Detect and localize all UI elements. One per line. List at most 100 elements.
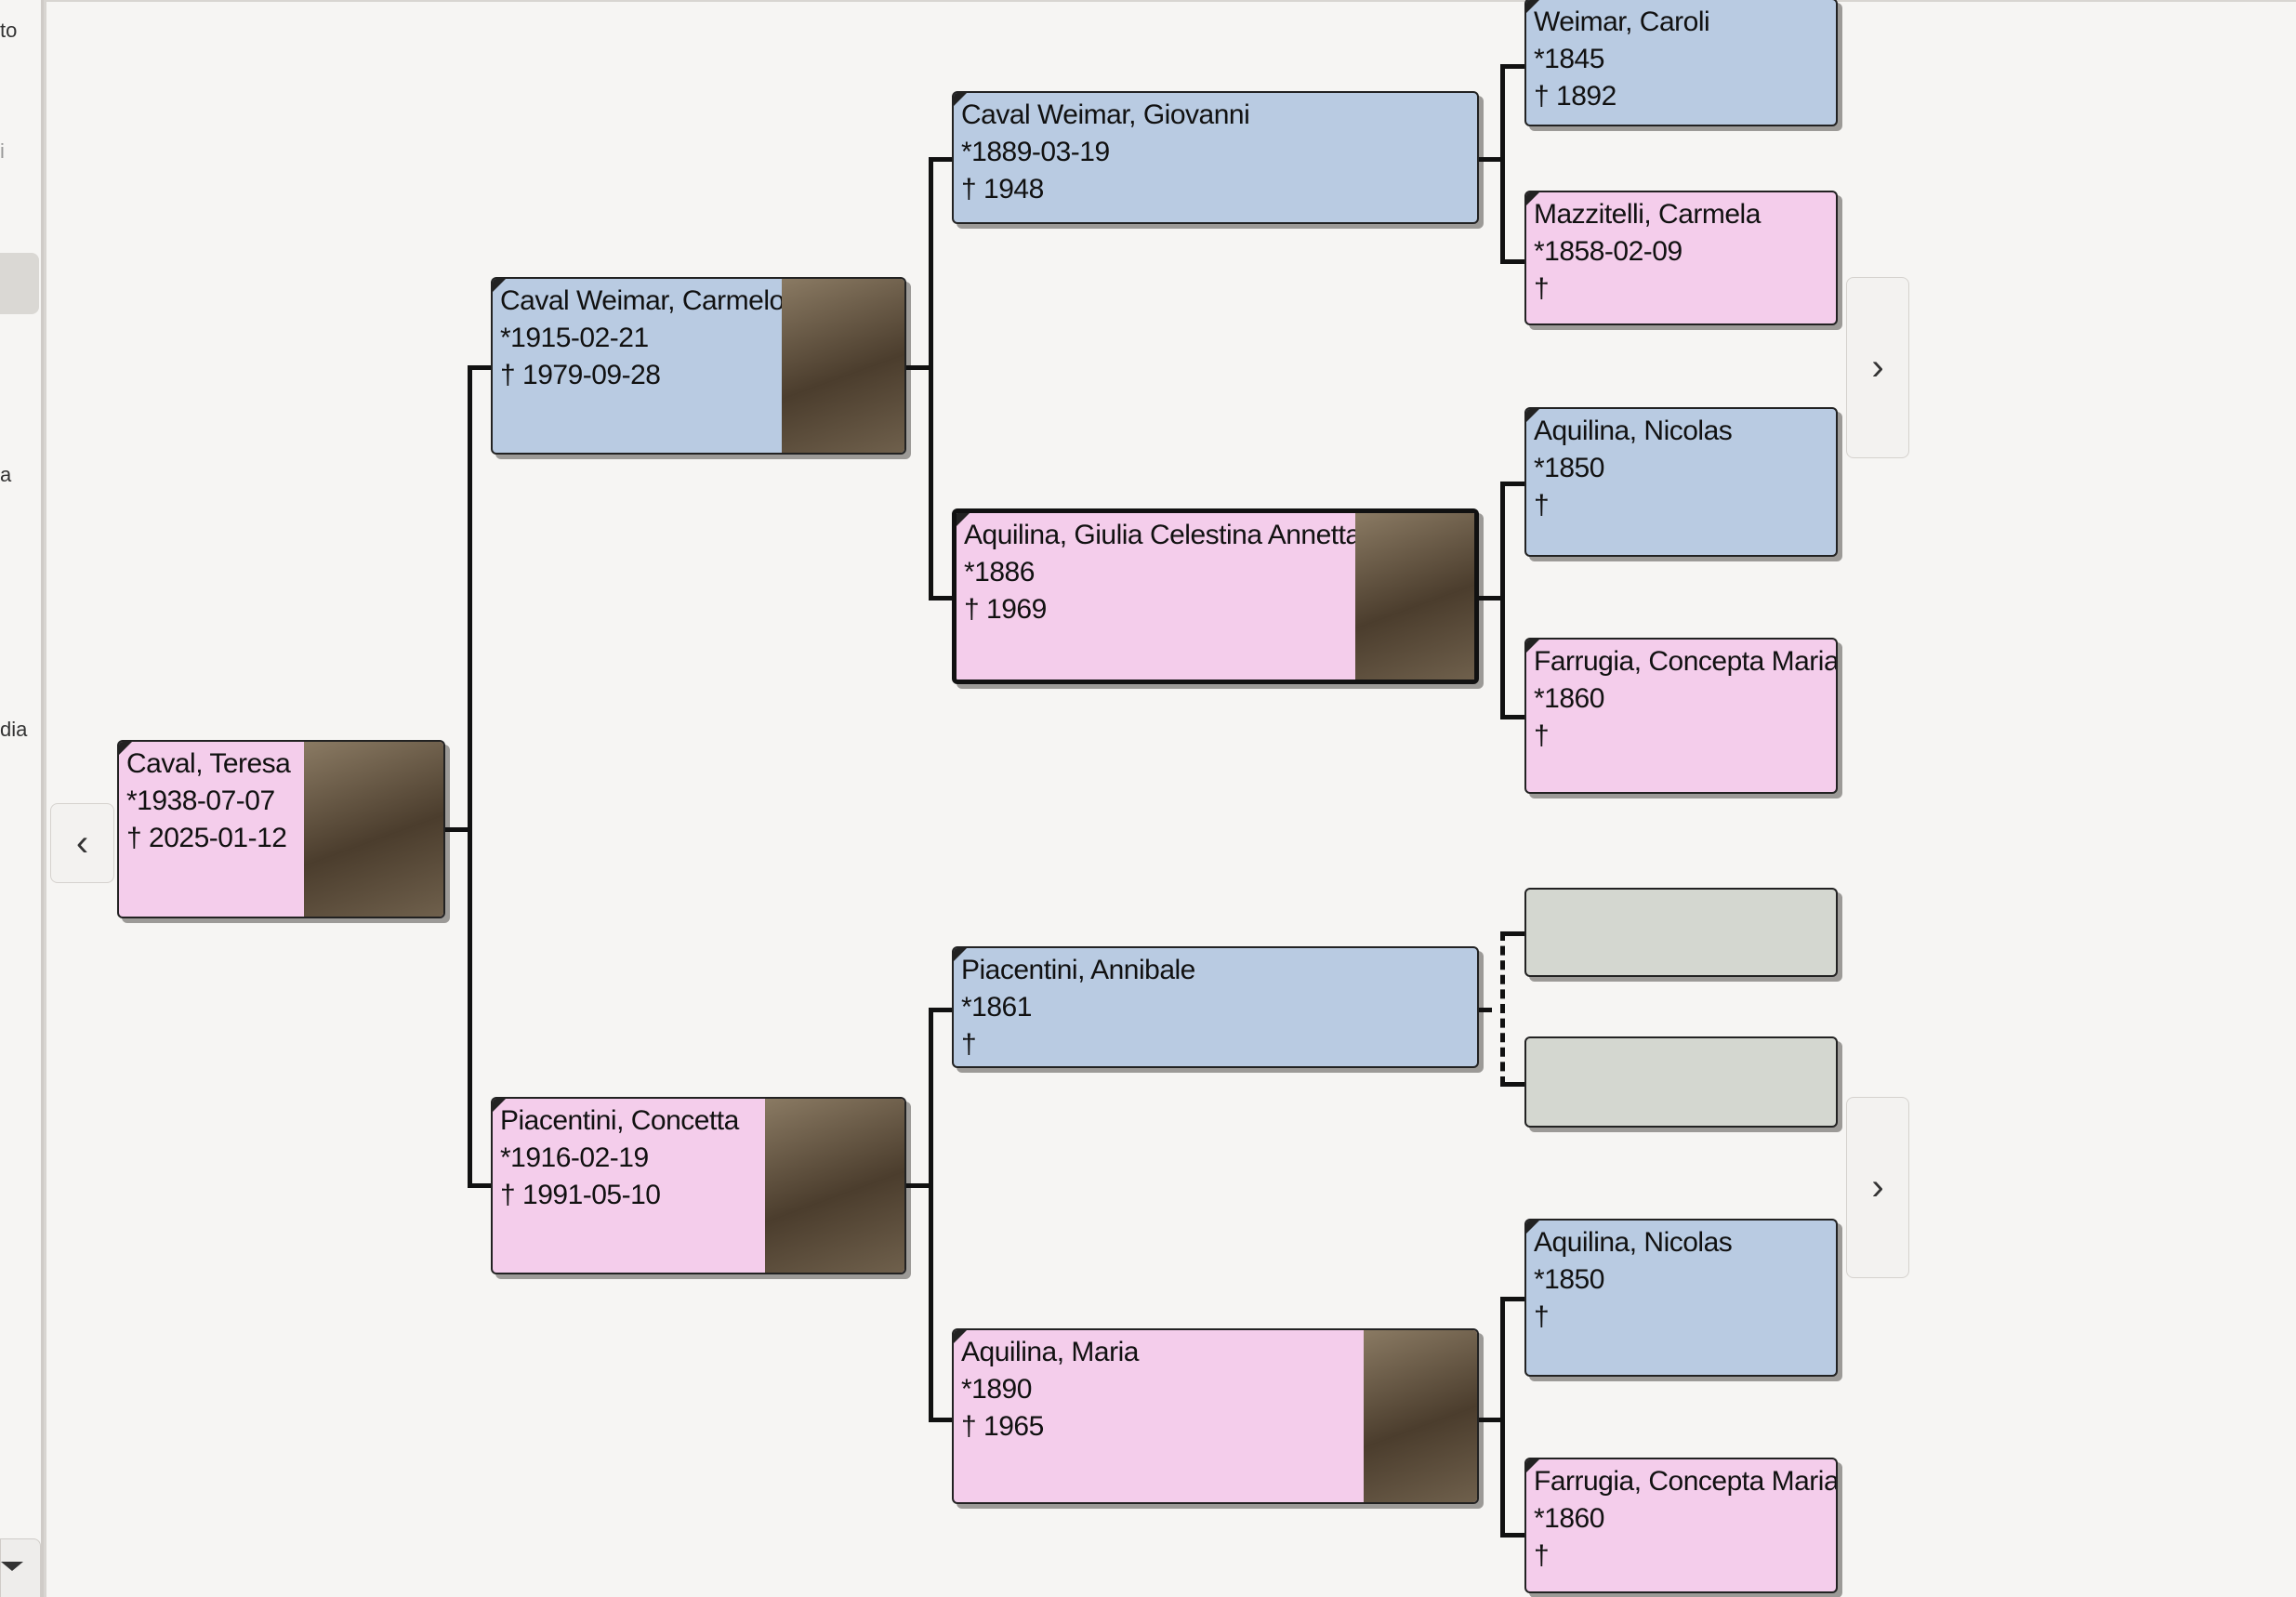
card-corner-marker (1526, 192, 1539, 205)
connector-line (1500, 64, 1505, 263)
connector-line (906, 365, 931, 370)
person-name: Caval Weimar, Carmelo (500, 285, 785, 316)
card-corner-marker (1526, 0, 1539, 13)
person-name: Aquilina, Nicolas (1534, 416, 1733, 446)
connector-line (929, 1008, 952, 1012)
empty-person-slot[interactable] (1524, 1036, 1838, 1128)
person-death: † (1534, 720, 1550, 751)
person-death: † 1991-05-10 (500, 1180, 661, 1210)
person-name: Weimar, Caroli (1534, 7, 1710, 37)
connector-line (445, 827, 470, 832)
person-card[interactable]: Weimar, Caroli *1845 † 1892 (1524, 0, 1838, 126)
person-birth: *1860 (1534, 683, 1604, 714)
prev-generation-button[interactable]: ‹ (50, 803, 114, 883)
person-card[interactable]: Piacentini, Annibale *1861 † (952, 946, 1479, 1068)
pane-divider[interactable] (44, 0, 46, 1597)
connector-line (1479, 596, 1503, 601)
person-card[interactable]: Farrugia, Concepta Maria *1860 † (1524, 1458, 1838, 1593)
connector-line (468, 365, 491, 370)
chevron-right-icon: › (1871, 1167, 1884, 1208)
person-card[interactable]: Aquilina, Giulia Celestina Annetta *1886… (952, 508, 1479, 684)
connector-line (1500, 1082, 1524, 1087)
connector-line (1500, 482, 1524, 486)
sidebar-item-label[interactable]: dia (0, 718, 28, 741)
person-name: Caval, Teresa (126, 748, 291, 779)
person-birth: *1915-02-21 (500, 323, 649, 353)
person-photo (1355, 513, 1474, 680)
connector-line-dashed (1500, 931, 1505, 1086)
person-card[interactable]: Aquilina, Nicolas *1850 † (1524, 407, 1838, 557)
connector-line (1500, 931, 1524, 936)
person-birth: *1858-02-09 (1534, 236, 1682, 267)
connector-line (1500, 1297, 1524, 1301)
person-death: † (1534, 1301, 1550, 1332)
connector-line (1500, 482, 1505, 719)
next-generation-button-bottom[interactable]: › (1846, 1097, 1909, 1278)
person-card[interactable]: Caval Weimar, Giovanni *1889-03-19 † 194… (952, 91, 1479, 224)
sidebar-item-label[interactable]: a (0, 463, 12, 486)
person-photo (765, 1099, 904, 1273)
card-corner-marker (954, 1330, 967, 1343)
card-corner-marker (1526, 640, 1539, 653)
person-birth: *1886 (964, 557, 1035, 587)
person-name: Piacentini, Annibale (961, 955, 1195, 985)
card-corner-marker (1526, 1459, 1539, 1472)
card-corner-marker (954, 948, 967, 961)
person-birth: *1850 (1534, 453, 1604, 483)
sidebar: to i a dia (0, 0, 44, 1597)
person-birth: *1845 (1534, 44, 1604, 74)
person-name: Aquilina, Maria (961, 1337, 1139, 1367)
person-name: Aquilina, Giulia Celestina Annetta (964, 520, 1361, 550)
chevron-left-icon: ‹ (75, 822, 89, 864)
person-death: † (1534, 490, 1550, 521)
person-birth: *1916-02-19 (500, 1142, 649, 1173)
card-corner-marker (1526, 409, 1539, 422)
sidebar-dropdown-button[interactable] (0, 1538, 41, 1597)
connector-line (929, 157, 933, 601)
person-death: † 1969 (964, 594, 1047, 625)
person-birth: *1890 (961, 1374, 1032, 1405)
sidebar-item-label[interactable]: to (0, 19, 18, 42)
connector-line (1500, 715, 1524, 719)
connector-line (468, 1183, 491, 1188)
person-death: † 1892 (1534, 81, 1616, 112)
connector-line (906, 1183, 931, 1188)
connector-line (929, 157, 952, 162)
person-card[interactable]: Farrugia, Concepta Maria *1860 † (1524, 638, 1838, 794)
person-name: Farrugia, Concepta Maria (1534, 646, 1838, 677)
card-corner-marker (493, 279, 506, 292)
next-generation-button-top[interactable]: › (1846, 277, 1909, 458)
person-death: † 1948 (961, 174, 1044, 205)
person-card[interactable]: Aquilina, Maria *1890 † 1965 (952, 1328, 1479, 1504)
sidebar-selected-item[interactable] (0, 253, 39, 314)
person-card[interactable]: Piacentini, Concetta *1916-02-19 † 1991-… (491, 1097, 906, 1274)
person-card[interactable]: Aquilina, Nicolas *1850 † (1524, 1219, 1838, 1377)
person-death: † 1965 (961, 1411, 1044, 1442)
person-photo (782, 279, 904, 453)
person-card[interactable]: Caval Weimar, Carmelo *1915-02-21 † 1979… (491, 277, 906, 455)
person-card[interactable]: Mazzitelli, Carmela *1858-02-09 † (1524, 191, 1838, 325)
card-corner-marker (493, 1099, 506, 1112)
person-photo (304, 742, 443, 917)
chevron-right-icon: › (1871, 347, 1884, 388)
person-birth: *1850 (1534, 1264, 1604, 1295)
connector-line (1500, 259, 1524, 264)
connector-line (1479, 1418, 1503, 1422)
chevron-down-icon (1, 1562, 23, 1571)
connector-line (1500, 1533, 1524, 1538)
person-name: Aquilina, Nicolas (1534, 1227, 1733, 1258)
person-death: † (1534, 273, 1550, 304)
sidebar-item-label[interactable]: i (0, 139, 5, 163)
empty-person-slot[interactable] (1524, 888, 1838, 977)
person-death: † (1534, 1540, 1550, 1571)
person-card[interactable]: Caval, Teresa *1938-07-07 † 2025-01-12 (117, 740, 445, 918)
pedigree-canvas: Caval, Teresa *1938-07-07 † 2025-01-12 C… (46, 0, 2296, 1597)
connector-line (1479, 157, 1503, 162)
connector-line (468, 365, 472, 1188)
person-birth: *1861 (961, 992, 1032, 1023)
person-birth: *1860 (1534, 1503, 1604, 1534)
connector-line (929, 1418, 952, 1422)
person-name: Piacentini, Concetta (500, 1105, 739, 1136)
connector-line (1479, 1008, 1492, 1012)
person-death: † 2025-01-12 (126, 823, 287, 853)
